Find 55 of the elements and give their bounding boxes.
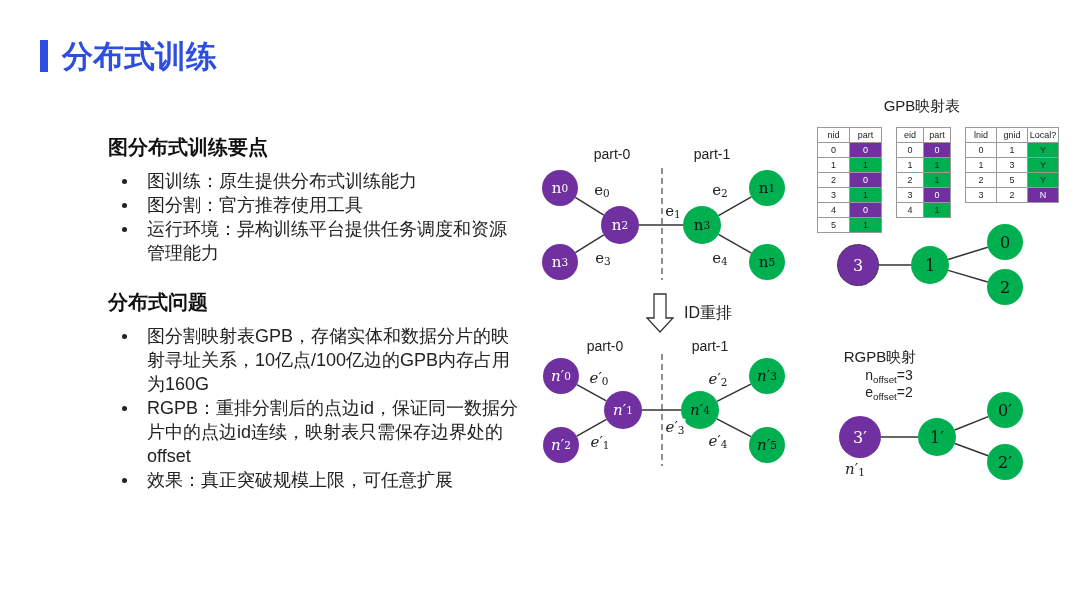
node-caption: n′$_{1}$ <box>844 460 866 478</box>
graph-node: 3 <box>837 244 879 286</box>
partition-label: part-1 <box>691 339 729 355</box>
bullet-text: 运行环境：异构训练平台提供任务调度和资源管理能力 <box>147 218 508 265</box>
edge-line <box>947 246 989 261</box>
table-header-cell: lnid <box>965 127 997 143</box>
table-header-cell: part <box>923 127 951 143</box>
table-header-cell: part <box>849 127 882 143</box>
edge-line <box>641 409 682 411</box>
graph-node: 1′ <box>918 418 956 456</box>
graph-node: 0′ <box>987 392 1023 428</box>
edge-label: e′$_{2}$ <box>707 370 729 388</box>
edge-line <box>638 224 684 226</box>
table-header-cell: gnid <box>996 127 1028 143</box>
offset-note: e$_{offset}$=2 <box>865 385 913 401</box>
slide-title: 分布式训练 <box>62 38 217 76</box>
bullet-text: 图训练：原生提供分布式训练能力 <box>147 170 418 193</box>
edge-line <box>717 196 753 217</box>
graph-node: 2 <box>987 269 1023 305</box>
edge-line <box>716 418 752 438</box>
edge-line <box>717 233 753 254</box>
table-title: GPB映射表 <box>883 97 961 115</box>
edge-line <box>576 383 608 402</box>
edge-label: e′$_{1}$ <box>589 433 611 451</box>
edge-label: e′$_{0}$ <box>588 369 610 387</box>
edge-line <box>575 418 608 437</box>
table-title: RGPB映射 <box>843 348 917 366</box>
partition-label: part-0 <box>593 147 631 163</box>
edge-line <box>947 269 989 283</box>
edge-line <box>954 442 989 457</box>
arrow-label: ID重排 <box>684 304 732 322</box>
bullet-text: 效果：真正突破规模上限，可任意扩展 <box>147 469 454 492</box>
edge-line <box>880 436 919 438</box>
table-header-cell: nid <box>817 127 850 143</box>
partition-label: part-0 <box>586 339 624 355</box>
graph-node: 0 <box>987 224 1023 260</box>
edge-line <box>953 415 989 431</box>
edge-line <box>574 234 605 254</box>
bullet-text: RGPB：重排分割后的点边id，保证同一数据分片中的点边id连续，映射表只需保存边界处的offset <box>147 397 520 468</box>
section-heading: 图分布式训练要点 <box>108 135 269 160</box>
edge-label: e′$_{4}$ <box>707 432 729 450</box>
offset-note: n$_{offset}$=3 <box>865 368 913 384</box>
graph-node: 2′ <box>987 444 1023 480</box>
edge-label: e′$_{3}$ <box>664 418 686 436</box>
table-header-cell: eid <box>896 127 924 143</box>
bullet-text: 图分割：官方推荐使用工具 <box>147 194 364 217</box>
edge-line <box>716 383 752 403</box>
edge-line <box>574 196 605 216</box>
edge-line <box>878 264 912 266</box>
bullet-text: 图分割映射表GPB，存储实体和数据分片的映射寻址关系，10亿点/100亿边的GPB内存占用为160G <box>147 325 512 396</box>
graph-node: 1 <box>911 246 949 284</box>
graph-node: 3′ <box>839 416 881 458</box>
section-heading: 分布式问题 <box>108 290 209 315</box>
table-header-cell: Local? <box>1027 127 1059 143</box>
partition-label: part-1 <box>693 147 731 163</box>
